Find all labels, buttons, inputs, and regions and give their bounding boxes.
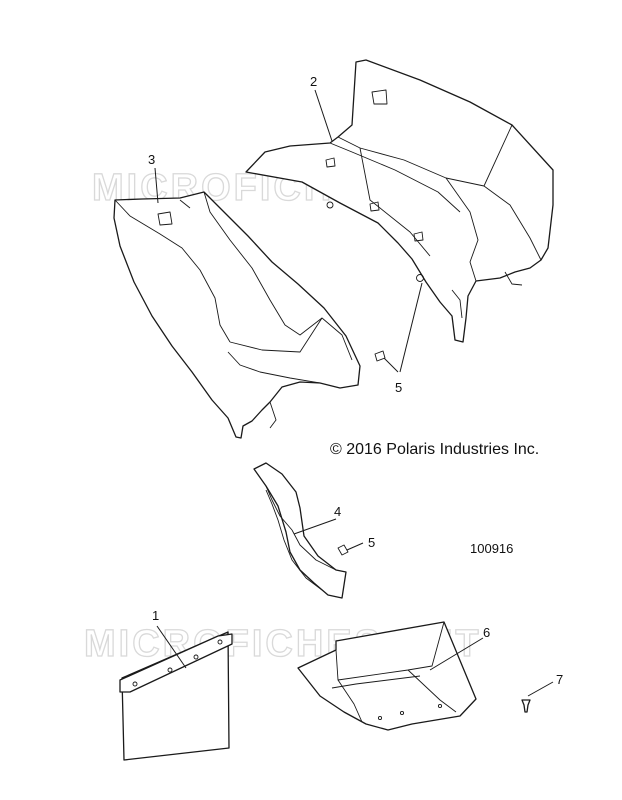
callout-1: 1 [152, 608, 159, 623]
part-7-push-pin [521, 699, 531, 713]
callout-4: 4 [334, 504, 341, 519]
diagram-reference-number: 100916 [470, 541, 514, 556]
callout-2: 2 [310, 74, 317, 89]
part-5-push-rivets-upper [326, 201, 424, 362]
copyright-notice: © 2016 Polaris Industries Inc. [330, 441, 540, 458]
leader-lines [154, 89, 554, 697]
callout-labels: 2 3 5 4 5 1 6 7 [148, 74, 563, 687]
part-6-floor-panel [297, 621, 477, 731]
callout-5-upper: 5 [395, 380, 402, 395]
callout-6: 6 [483, 625, 490, 640]
part-4-mud-flap-bracket [253, 462, 347, 599]
part-1-mud-flap [119, 631, 233, 761]
part-3-front-fender [113, 191, 361, 439]
part-2-rear-fender [245, 59, 554, 343]
callout-3: 3 [148, 152, 155, 167]
part-5-fastener-lower [337, 544, 349, 556]
callout-5-lower: 5 [368, 535, 375, 550]
callout-7: 7 [556, 672, 563, 687]
